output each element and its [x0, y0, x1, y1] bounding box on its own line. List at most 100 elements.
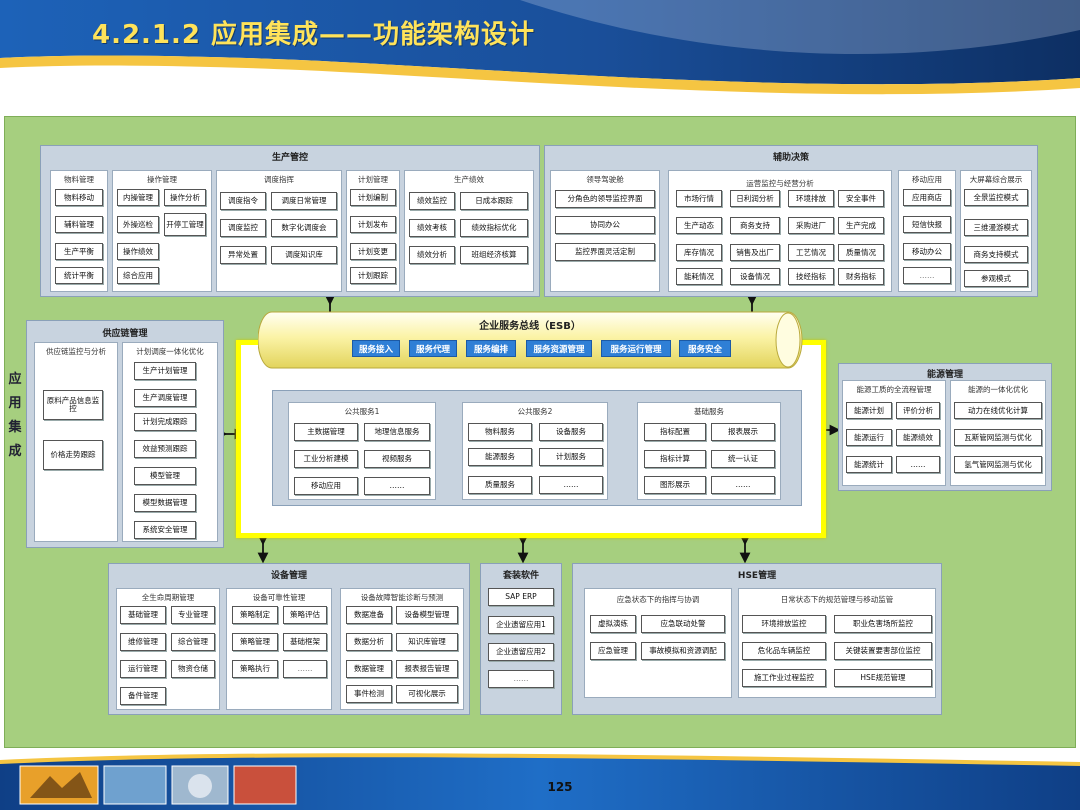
maintenance-management-box: 维修管理: [120, 633, 166, 651]
gas-network-box: 瓦斯管网监测与优化: [954, 429, 1042, 446]
group-title: 设备故障智能诊断与预测: [360, 593, 444, 602]
energy-consumption-box: 能耗情况: [676, 268, 722, 285]
dispatch-monitor-box: 调度监控: [220, 219, 266, 237]
video-service-box: 视频服务: [364, 450, 430, 468]
hse-standard-box: HSE规范管理: [834, 669, 932, 687]
group-title: 计划调度一体化优化: [136, 347, 204, 356]
ellipsis-box: ……: [896, 456, 940, 473]
visualization-box: 可视化展示: [396, 685, 458, 703]
raw-material-info-box: 原料产品信息监控: [43, 390, 103, 420]
app-store-box: 应用商店: [903, 189, 951, 206]
group-title: 移动应用: [912, 175, 942, 184]
page-number: 125: [547, 780, 573, 794]
ellipsis-box: ……: [488, 670, 554, 688]
quality-service-box: 质量服务: [468, 476, 532, 494]
finance-index-box: 财务指标: [838, 268, 884, 285]
professional-management-box: 专业管理: [171, 606, 215, 624]
digital-dispatch-meeting-box: 数字化调度会: [271, 219, 337, 237]
custom-monitor-ui-box: 监控界面灵活定制: [555, 243, 655, 261]
ellipsis-box: ……: [364, 477, 430, 495]
group-title: 计划管理: [358, 175, 388, 184]
energy-operation-box: 能源运行: [846, 429, 892, 446]
plan-completion-box: 计划完成跟踪: [134, 413, 196, 431]
quality-box: 质量情况: [838, 244, 884, 261]
daily-profit-box: 日利润分析: [730, 190, 780, 207]
plan-release-box: 计划发布: [350, 216, 396, 233]
decision-title: 辅助决策: [772, 153, 809, 163]
energy-service-box: 能源服务: [468, 448, 532, 466]
production-dynamic-box: 生产动态: [676, 217, 722, 234]
key-unit-monitor-box: 关键装置要害部位监控: [834, 642, 932, 660]
role-leader-monitor-box: 分角色的领导监控界面: [555, 190, 655, 208]
energy-statistics-box: 能源统计: [846, 456, 892, 473]
statistic-balance-box: 统计平衡: [55, 267, 103, 284]
group-title: 全生命周期管理: [141, 593, 195, 602]
side-label-char: 应: [8, 372, 22, 387]
online-optimization-box: 动力在线优化计算: [954, 402, 1042, 419]
plan-service-box: 计划服务: [539, 448, 603, 466]
master-data-box: 主数据管理: [294, 423, 358, 441]
report-management-box: 报表报告管理: [396, 660, 458, 678]
report-display-box: 报表展示: [711, 423, 775, 441]
data-management-box: 数据管理: [346, 660, 392, 678]
group-title: 运营监控与经营分析: [746, 179, 814, 188]
group-title: 日常状态下的规范管理与移动监管: [780, 595, 894, 604]
energy-plan-box: 能源计划: [846, 402, 892, 419]
data-preparation-box: 数据准备: [346, 606, 392, 624]
strategy-evaluation-box: 策略评估: [283, 606, 327, 624]
emission-box: 环境排放: [788, 190, 834, 207]
production-title: 生产管控: [271, 153, 308, 163]
material-warehouse-box: 物资仓储: [171, 660, 215, 678]
production-dispatch-box: 生产调度管理: [134, 389, 196, 407]
group-title: 公共服务2: [517, 407, 553, 416]
esb-runtime-pill: 服务运行管理: [601, 340, 671, 357]
virtual-drill-box: 虚拟演练: [590, 615, 636, 633]
energy-performance-box: 能源绩效: [896, 429, 940, 446]
team-accounting-box: 班组经济核算: [460, 246, 528, 264]
inventory-box: 库存情况: [676, 244, 722, 261]
group-title: 大屏幕综合展示: [969, 175, 1023, 184]
dispatch-daily-box: 调度日常管理: [271, 192, 337, 210]
evaluation-analysis-box: 评价分析: [896, 402, 940, 419]
packaged-software-title: 套装软件: [502, 571, 539, 581]
side-label-char: 集: [8, 420, 22, 435]
emergency-linkage-box: 应急联动处警: [641, 615, 725, 633]
group-title: 能源的一体化优化: [968, 385, 1028, 394]
commerce-support-box: 商务支持: [730, 217, 780, 234]
unified-auth-box: 统一认证: [711, 450, 775, 468]
plan-tracking-box: 计划跟踪: [350, 267, 396, 284]
performance-assessment-box: 绩效考核: [409, 219, 455, 237]
side-label-char: 成: [8, 444, 22, 459]
model-management-box: 模型管理: [134, 467, 196, 485]
external-inspection-box: 外操巡检: [117, 216, 159, 233]
energy-title: 能源管理: [926, 370, 963, 380]
production-plan-box: 生产计划管理: [134, 362, 196, 380]
slide-title: 4.2.1.2 应用集成——功能架构设计: [92, 20, 536, 50]
price-trend-box: 价格走势跟踪: [43, 440, 103, 470]
basic-framework-box: 基础框架: [283, 633, 327, 651]
procurement-box: 采购进厂: [788, 217, 834, 234]
equipment-title: 设备管理: [270, 571, 307, 581]
equipment-status-box: 设备情况: [730, 268, 780, 285]
process-box: 工艺情况: [788, 244, 834, 261]
strategy-making-box: 策略制定: [232, 606, 278, 624]
production-balance-box: 生产平衡: [55, 243, 103, 260]
panorama-mode-box: 全景监控模式: [964, 189, 1028, 206]
exception-handling-box: 异常处置: [220, 246, 266, 264]
integrated-management-box: 综合管理: [171, 633, 215, 651]
ellipsis-box: ……: [283, 660, 327, 678]
group-title: 设备可靠性管理: [252, 593, 306, 602]
group-title: 基础服务: [694, 407, 724, 416]
ellipsis-box: ……: [903, 267, 951, 284]
supply-chain-title: 供应链管理: [102, 329, 148, 339]
collaborative-office-box: 协同办公: [555, 216, 655, 234]
model-data-box: 模型数据管理: [134, 494, 196, 512]
sms-bulletin-box: 短信快报: [903, 216, 951, 233]
hse-title: HSE管理: [737, 571, 777, 581]
esb-title: 企业服务总线（ESB）: [479, 321, 581, 332]
esb-proxy-pill: 服务代理: [409, 340, 457, 357]
emergency-management-box: 应急管理: [590, 642, 636, 660]
group-title: 能源工质的全流程管理: [856, 385, 932, 394]
group-title: 供应链监控与分析: [46, 347, 106, 356]
group-title: 操作管理: [147, 175, 177, 184]
